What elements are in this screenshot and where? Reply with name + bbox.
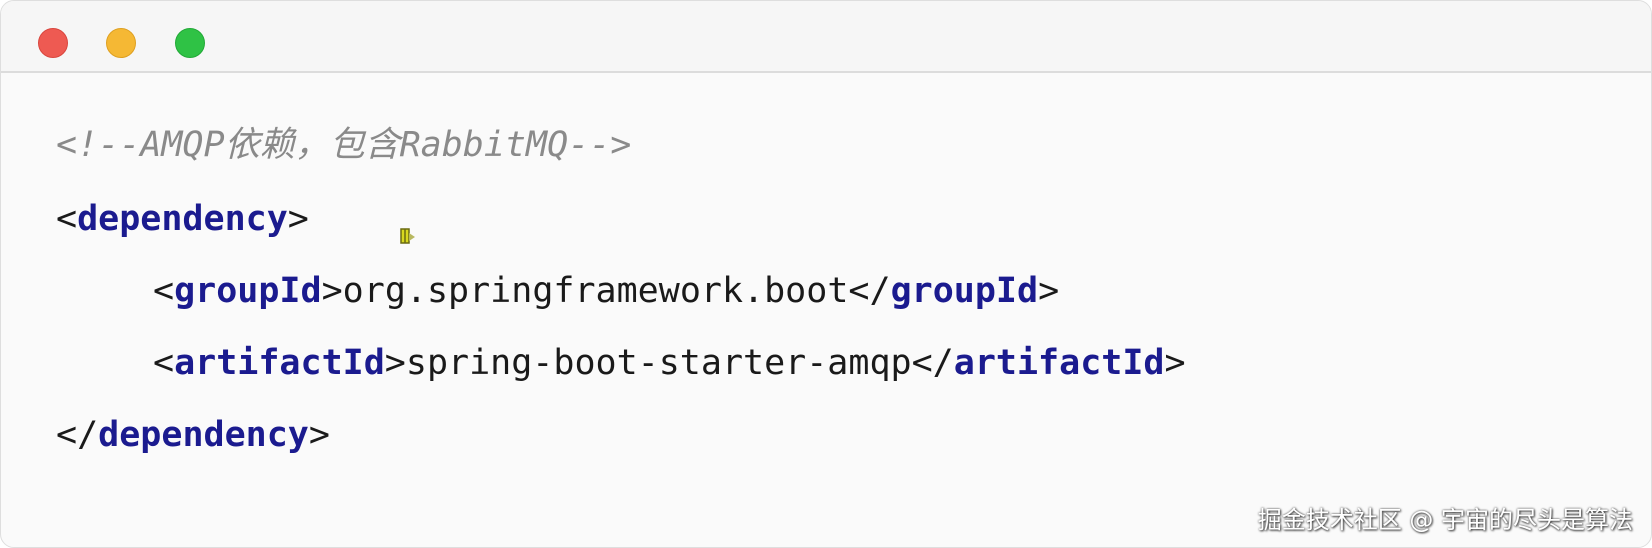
window-minimize-button[interactable] (106, 28, 136, 58)
groupId-line: <groupId>org.springframework.boot</group… (153, 269, 1059, 313)
angle-open-slash: </ (911, 343, 954, 383)
angle-close: > (287, 199, 309, 239)
window-close-button[interactable] (38, 28, 68, 58)
dependency-close-line: </dependency> (56, 413, 330, 457)
artifactId-value: spring-boot-starter-amqp (405, 343, 912, 383)
xml-comment: <!--AMQP依赖，包含RabbitMQ--> (56, 125, 632, 165)
angle-close: > (308, 415, 330, 455)
text-cursor-icon (400, 228, 415, 244)
window-titlebar (1, 1, 1651, 73)
angle-close: > (1038, 271, 1060, 311)
window-maximize-button[interactable] (175, 28, 205, 58)
groupId-value: org.springframework.boot (342, 271, 849, 311)
angle-close: > (321, 271, 343, 311)
artifactId-open-tag: artifactId (174, 343, 385, 383)
angle-open: < (56, 199, 78, 239)
watermark: 掘金技术社区 @ 宇宙的尽头是算法 (1257, 506, 1633, 534)
angle-close: > (1164, 343, 1186, 383)
dependency-open-line: <dependency> (56, 197, 309, 241)
code-comment-line: <!--AMQP依赖，包含RabbitMQ--> (56, 123, 631, 167)
artifactId-close-tag: artifactId (953, 343, 1165, 383)
angle-open-slash: </ (848, 271, 891, 311)
dependency-open-tag: dependency (77, 199, 288, 239)
groupId-open-tag: groupId (174, 271, 322, 311)
angle-open-slash: </ (56, 415, 99, 455)
groupId-close-tag: groupId (890, 271, 1039, 311)
angle-open: < (153, 271, 175, 311)
artifactId-line: <artifactId>spring-boot-starter-amqp</ar… (153, 341, 1186, 385)
angle-close: > (384, 343, 406, 383)
angle-open: < (153, 343, 175, 383)
dependency-close-tag: dependency (98, 415, 309, 455)
code-block: <!--AMQP依赖，包含RabbitMQ--> <dependency> <g… (1, 73, 1651, 547)
